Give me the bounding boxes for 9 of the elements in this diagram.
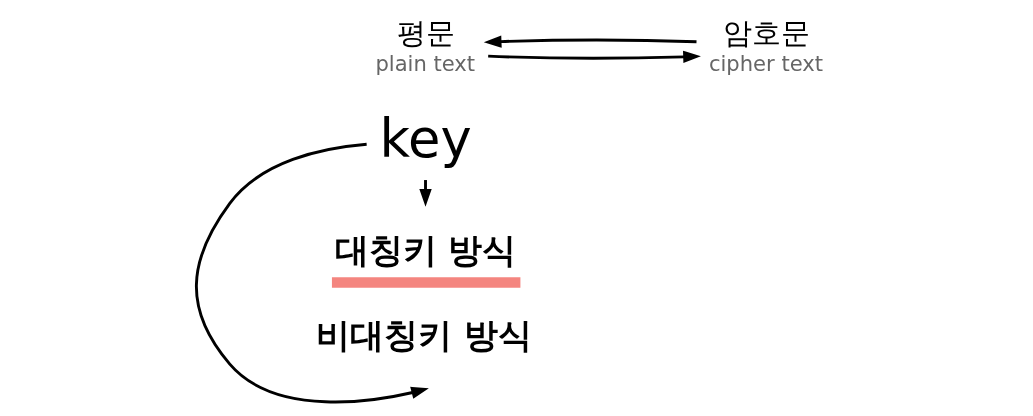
label: 비대칭키 방식: [316, 315, 533, 356]
arrow: [488, 50, 701, 64]
node-text: 평문 plain text: [375, 16, 476, 77]
arrow: [419, 180, 432, 207]
label: 대칭키 방식: [334, 230, 517, 271]
arrow: [194, 142, 429, 404]
arrow: [483, 35, 697, 48]
node-text: key: [379, 108, 472, 170]
node-text: 암호문 cipher text: [708, 16, 824, 77]
